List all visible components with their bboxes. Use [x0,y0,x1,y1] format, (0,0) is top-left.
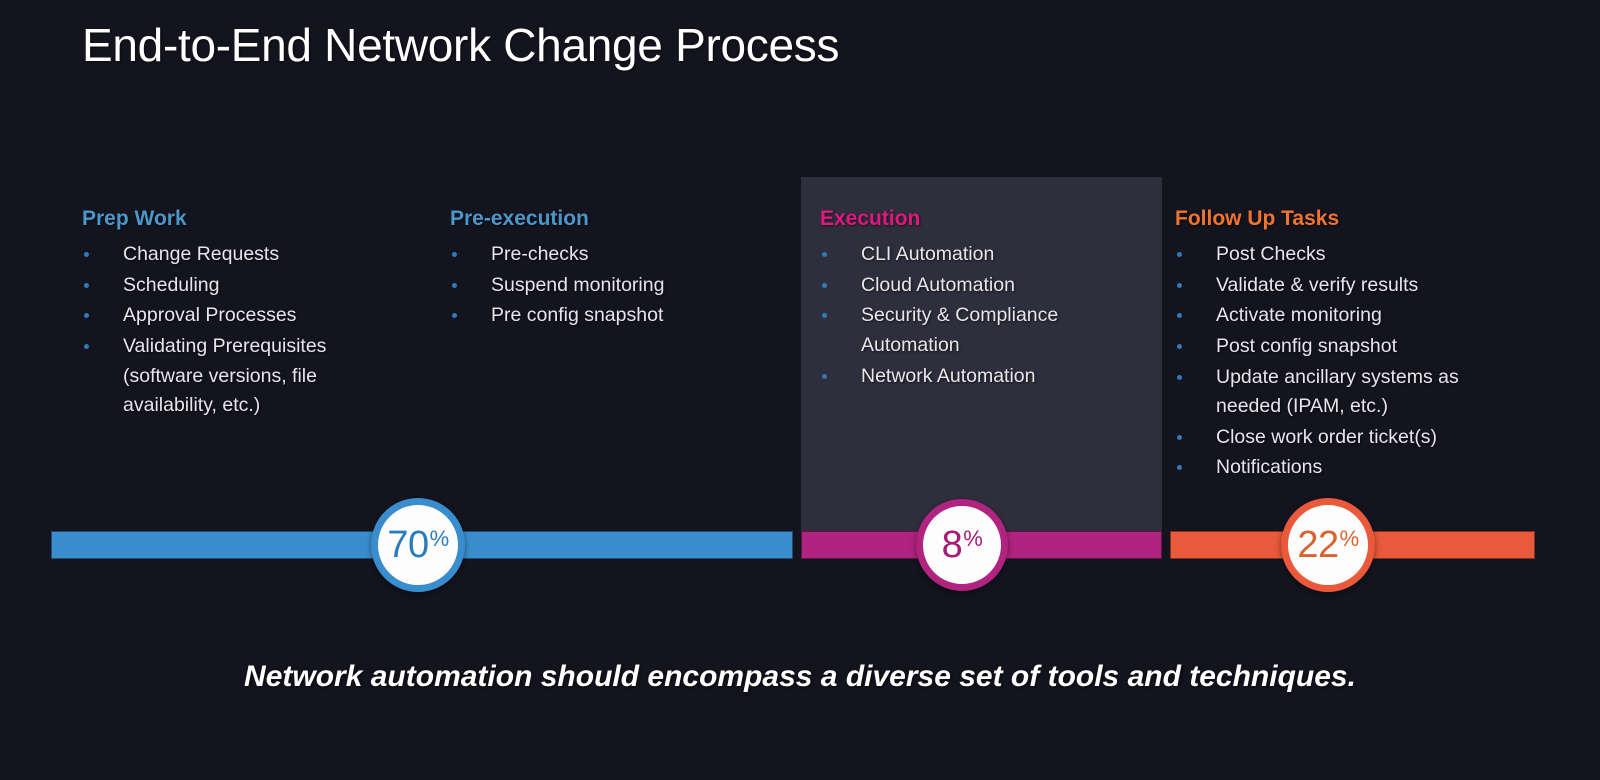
list-item-label: Activate monitoring [1216,304,1382,327]
percentage-value-execution: 8% [942,526,983,564]
percentage-number: 8 [941,524,963,566]
column-follow-up-tasks: Follow Up Tasks Post Checks Validate & v… [1175,207,1520,484]
list-item: Network Automation [820,362,1150,392]
bullet-dot-icon [84,313,89,319]
bullet-list-prep-work: Change Requests Scheduling Approval Proc… [82,240,412,421]
slide-caption: Network automation should encompass a di… [244,660,1356,693]
bullet-dot-icon [452,313,457,319]
bullet-dot-icon [822,282,827,288]
list-item-label: Notifications [1216,456,1323,479]
bullet-list-pre-execution: Pre-checks Suspend monitoring Pre config… [450,240,780,331]
page-title: End-to-End Network Change Process [82,19,840,71]
column-pre-execution: Pre-execution Pre-checks Suspend monitor… [450,207,780,332]
column-heading-execution: Execution [820,207,921,230]
list-item-label: Pre-checks [491,243,589,265]
column-prep-work: Prep Work Change Requests Scheduling App… [82,207,412,422]
bullet-list-follow-up-tasks: Post Checks Validate & verify results Ac… [1175,240,1520,483]
percentage-marker-execution: 8% [916,499,1008,591]
execution-highlight-panel [801,177,1162,558]
percentage-marker-follow-up: 22% [1281,498,1375,592]
bullet-dot-icon [1177,282,1182,288]
bullet-dot-icon [1177,343,1182,349]
list-item: Scheduling [82,271,412,301]
column-heading-follow-up-tasks: Follow Up Tasks [1175,207,1340,230]
list-item-label: Cloud Automation [861,273,1015,296]
list-item: Change Requests [82,240,412,270]
list-item: Post Checks [1175,240,1520,270]
list-item-label: Post config snapshot [1216,334,1398,357]
bullet-dot-icon [822,252,827,257]
percentage-number: 22 [1297,524,1339,566]
bullet-dot-icon [1177,313,1182,319]
list-item: Pre config snapshot [450,301,780,331]
column-heading-pre-execution: Pre-execution [450,207,589,230]
bullet-list-execution: CLI Automation Cloud Automation Security… [820,240,1150,391]
column-execution: Execution CLI Automation Cloud Automatio… [820,207,1150,392]
list-item: Validating Prerequisites (software versi… [82,332,412,421]
bullet-dot-icon [452,252,457,257]
bullet-dot-icon [1177,434,1182,440]
list-item-label: Validating Prerequisites (software versi… [123,334,327,417]
percent-sign: % [429,526,450,551]
list-item: Activate monitoring [1175,301,1520,331]
percentage-value-prep-work: 70% [387,524,450,566]
list-item: Update ancillary systems as needed (IPAM… [1175,363,1520,422]
list-item: Pre-checks [450,240,780,270]
percent-sign: % [1339,526,1360,551]
percentage-marker-prep-work: 70% [371,498,465,592]
bullet-dot-icon [1177,252,1182,257]
bullet-dot-icon [84,252,89,257]
bullet-dot-icon [1177,374,1182,380]
percentage-value-follow-up: 22% [1297,524,1360,566]
list-item: Security & Compliance Automation [820,301,1150,360]
percent-sign: % [963,526,983,551]
list-item-label: Post Checks [1216,243,1326,265]
list-item: Approval Processes [82,301,412,331]
list-item-label: Suspend monitoring [491,273,665,296]
bullet-dot-icon [84,282,89,288]
list-item: Close work order ticket(s) [1175,423,1520,453]
list-item: Suspend monitoring [450,271,780,301]
list-item-label: Scheduling [123,273,220,296]
list-item-label: Security & Compliance Automation [861,304,1059,356]
list-item: Validate & verify results [1175,271,1520,301]
list-item: Notifications [1175,453,1520,483]
list-item-label: Network Automation [861,364,1036,387]
list-item-label: Approval Processes [123,304,297,327]
list-item-label: Validate & verify results [1216,273,1419,296]
list-item-label: Change Requests [123,243,280,265]
list-item-label: Pre config snapshot [491,304,664,327]
bullet-dot-icon [84,343,89,349]
list-item-label: CLI Automation [861,243,995,265]
list-item-label: Update ancillary systems as needed (IPAM… [1216,365,1459,418]
list-item: Cloud Automation [820,271,1150,301]
column-heading-prep-work: Prep Work [82,207,187,230]
bullet-dot-icon [452,282,457,288]
list-item: Post config snapshot [1175,332,1520,362]
bullet-dot-icon [822,373,827,379]
bullet-dot-icon [1177,465,1182,471]
list-item-label: Close work order ticket(s) [1216,425,1438,448]
list-item: CLI Automation [820,240,1150,270]
percentage-number: 70 [387,524,429,566]
bullet-dot-icon [822,313,827,319]
